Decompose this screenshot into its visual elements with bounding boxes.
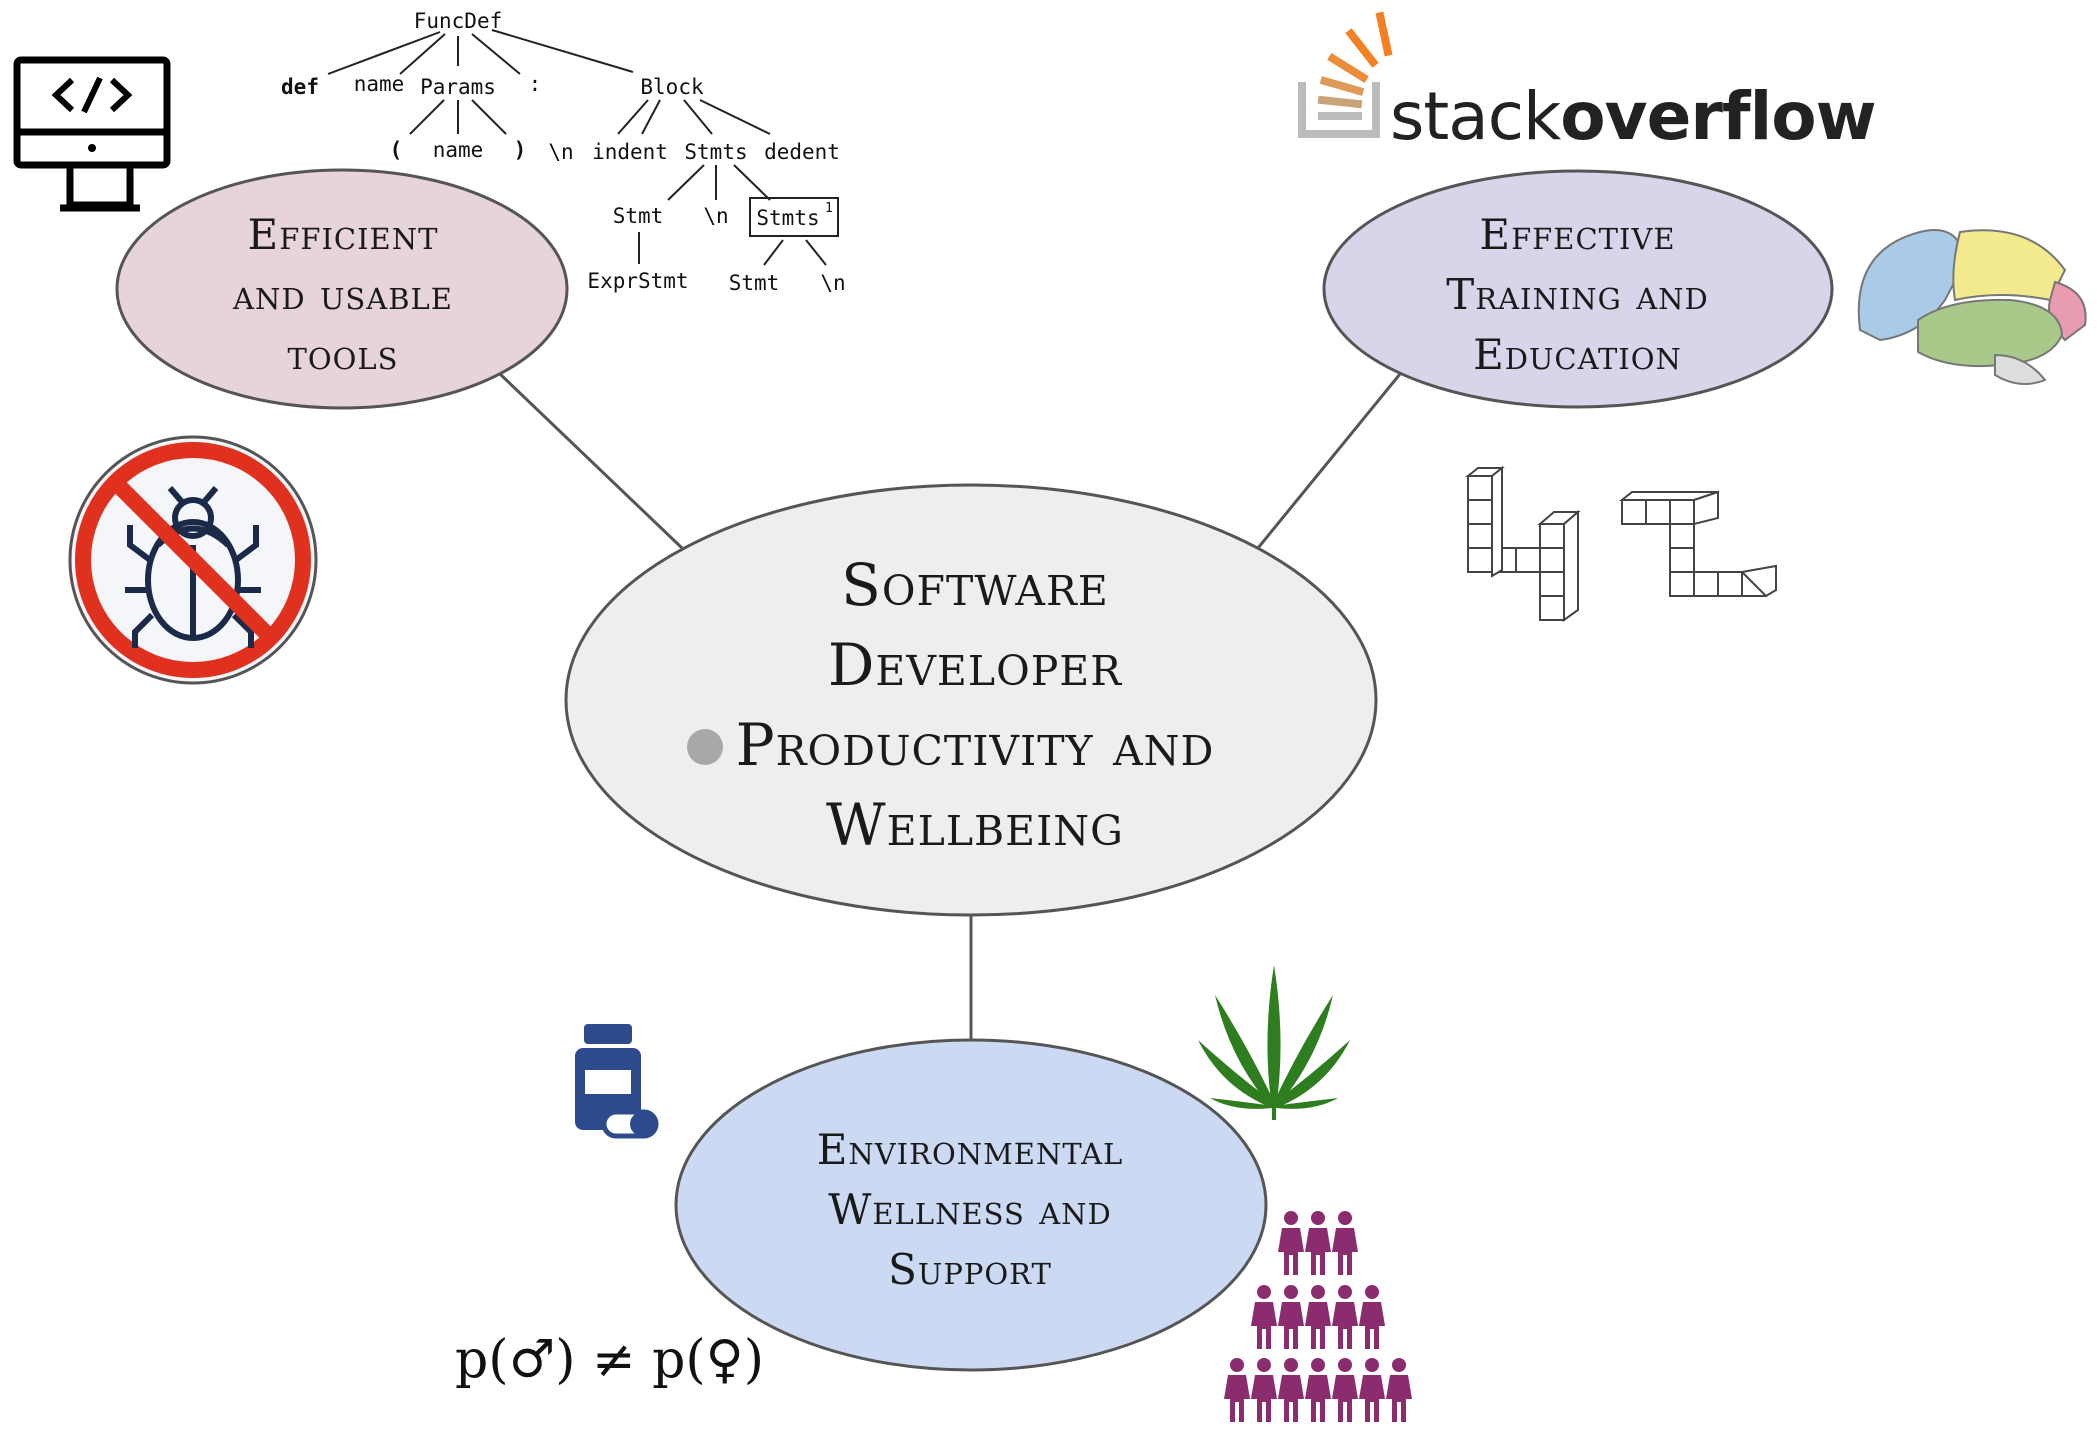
tree-node-stmts1-superscript: 1 (825, 201, 833, 216)
person-r3-7 (1386, 1358, 1412, 1422)
person-r3-2 (1251, 1358, 1277, 1422)
tree-node-indent: indent (592, 140, 668, 164)
tools-label-line-1: Efficient (247, 210, 439, 259)
person-r2-4 (1332, 1285, 1358, 1349)
gender-probability-formula: p(♂) ≠ p(♀) (455, 1330, 764, 1390)
environment-ellipse (674, 1038, 1268, 1372)
tree-node-exprstmt: ExprStmt (587, 269, 688, 293)
stackoverflow-logo-icon (1298, 11, 1393, 138)
stackoverflow-wordmark-regular: stack (1390, 78, 1561, 155)
central-topic-line-3: Productivity and (735, 711, 1215, 779)
medicine-bottle-icon (575, 1024, 659, 1139)
mental-rotation-blocks-icon (1465, 465, 1777, 622)
stackoverflow-wordmark-bold: overflow (1560, 78, 1876, 155)
tree-node-funcdef: FuncDef (414, 9, 503, 33)
tree-node-block: Block (640, 75, 704, 99)
code-monitor-icon (13, 56, 171, 212)
person-r2-5 (1359, 1285, 1385, 1349)
central-topic-line-1: Software (841, 551, 1109, 619)
tools-node-label: Efficient and usable tools (118, 205, 568, 385)
environment-label-line-3: Support (888, 1245, 1052, 1294)
tools-ellipse (115, 168, 569, 410)
tools-label-line-2: and usable (233, 270, 453, 319)
environment-label-line-1: Environmental (816, 1125, 1124, 1174)
tree-node-stmts1: Stmts (756, 206, 819, 230)
brain-icon (1857, 229, 2087, 385)
person-r3-1 (1224, 1358, 1250, 1422)
person-r3-3 (1278, 1358, 1304, 1422)
person-r1-3 (1332, 1211, 1358, 1275)
no-bugs-icon (68, 435, 318, 685)
tree-node-stmt-newline: \n (703, 204, 728, 228)
person-r1-1 (1278, 1211, 1304, 1275)
tree-node-stmt: Stmt (613, 204, 664, 228)
central-topic-label: Software Developer Productivity and Well… (560, 545, 1390, 865)
training-label-line-2: Training and (1446, 270, 1709, 319)
person-r3-4 (1305, 1358, 1331, 1422)
tree-node-params: Params (420, 75, 496, 99)
central-topic-line-4: Wellbeing (826, 791, 1124, 859)
training-node-label: Effective Training and Education (1325, 205, 1830, 385)
tree-node-stmt-2: Stmt (729, 271, 780, 295)
center-ellipse (564, 483, 1378, 917)
person-r2-1 (1251, 1285, 1277, 1349)
tree-node-rparen: ) (514, 138, 527, 162)
training-label-line-3: Education (1473, 330, 1682, 379)
tools-label-line-3: tools (287, 330, 399, 379)
stackoverflow-wordmark: stackoverflow (1390, 78, 1877, 155)
connectors (498, 372, 1402, 1041)
cannabis-leaf-icon (1198, 965, 1350, 1120)
tree-node-newline-2: \n (820, 271, 845, 295)
tree-node-newline: \n (548, 140, 573, 164)
parse-tree-diagram: FuncDef def name Params : Block ( name )… (281, 9, 846, 295)
connector-tools (498, 372, 684, 550)
tree-node-name: name (354, 72, 405, 96)
environment-label-line-2: Wellness and (828, 1185, 1112, 1234)
center-dot (687, 729, 723, 765)
tree-node-dedent: dedent (764, 140, 840, 164)
people-pyramid-icon (1224, 1211, 1412, 1422)
training-ellipse (1322, 169, 1834, 409)
tree-node-stmts: Stmts (684, 140, 747, 164)
environment-node-label: Environmental Wellness and Support (675, 1120, 1265, 1300)
tree-node-param-name: name (433, 138, 484, 162)
person-r3-6 (1359, 1358, 1385, 1422)
person-r1-2 (1305, 1211, 1331, 1275)
connector-training (1256, 373, 1402, 549)
tree-node-def: def (281, 75, 319, 99)
tree-node-colon: : (529, 72, 542, 96)
person-r2-2 (1278, 1285, 1304, 1349)
person-r3-5 (1332, 1358, 1358, 1422)
person-r2-3 (1305, 1285, 1331, 1349)
tree-node-lparen: ( (390, 138, 403, 162)
central-topic-line-2: Developer (827, 631, 1123, 699)
training-label-line-1: Effective (1479, 210, 1676, 259)
